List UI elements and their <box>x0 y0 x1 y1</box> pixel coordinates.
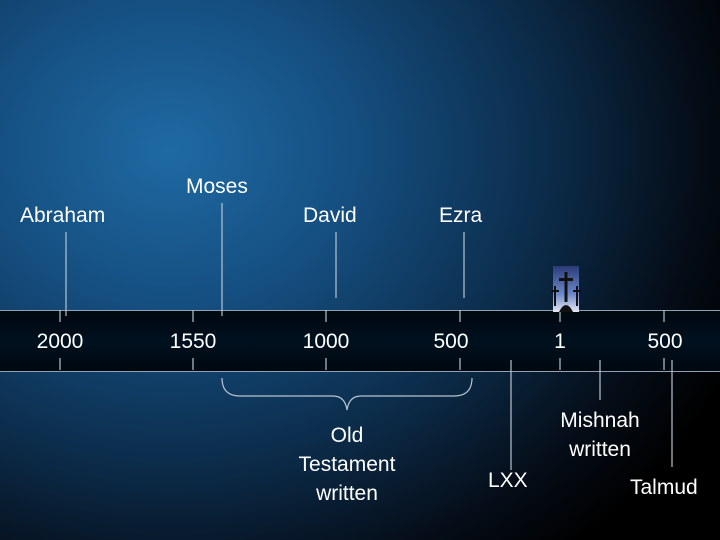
event-mishnah-line-2: written <box>569 438 631 461</box>
old-testament-brace <box>221 377 473 411</box>
year-1: 1 <box>554 330 566 353</box>
event-old-testament-line-1: Old <box>330 424 364 447</box>
figure-moses: Moses <box>186 175 248 198</box>
event-old-testament: Old Testament written <box>282 421 412 508</box>
year-500-ad: 500 <box>647 330 683 353</box>
year-2000: 2000 <box>36 330 84 353</box>
timeline-band <box>0 310 720 372</box>
year-1550: 1550 <box>169 330 217 353</box>
year-1000: 1000 <box>302 330 350 353</box>
event-old-testament-line-2: Testament <box>298 453 396 476</box>
event-talmud: Talmud <box>630 476 698 499</box>
event-mishnah-line-1: Mishnah <box>560 409 640 432</box>
event-lxx: LXX <box>488 469 528 492</box>
year-500-bc: 500 <box>433 330 469 353</box>
event-mishnah: Mishnah written <box>540 406 660 464</box>
figure-abraham: Abraham <box>20 204 106 227</box>
three-crosses-icon <box>551 266 581 312</box>
figure-david: David <box>303 204 357 227</box>
figure-ezra: Ezra <box>439 204 483 227</box>
event-old-testament-line-3: written <box>316 482 378 505</box>
